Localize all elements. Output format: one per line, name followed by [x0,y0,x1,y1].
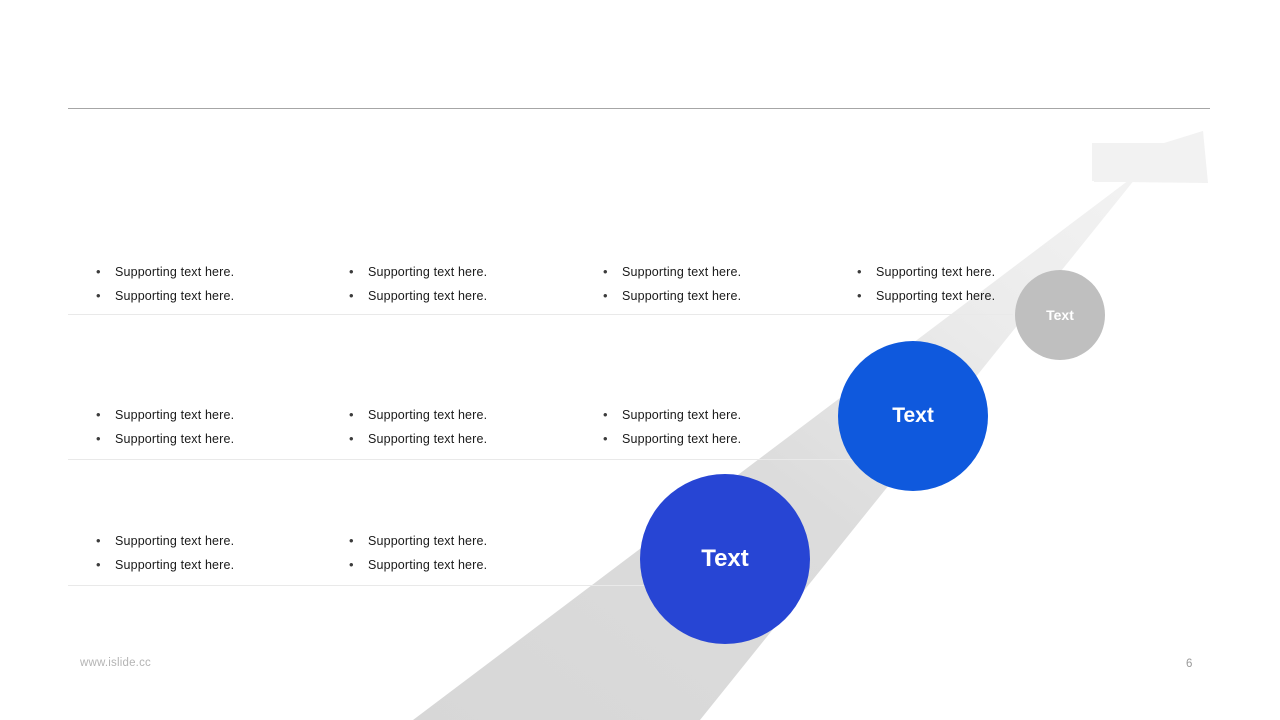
bullet-marker-icon: • [857,288,862,303]
bullet-column-r1c1: • Supporting text here. • Supporting tex… [96,260,234,308]
bullet-marker-icon: • [349,264,354,279]
bullet-column-r1c4: • Supporting text here. • Supporting tex… [857,260,995,308]
list-item: • Supporting text here. [349,403,487,427]
list-item: • Supporting text here. [96,260,234,284]
list-item: • Supporting text here. [349,284,487,308]
list-item: • Supporting text here. [96,427,234,451]
bullet-marker-icon: • [603,431,608,446]
bullet-label: Supporting text here. [368,289,488,303]
bullet-marker-icon: • [349,431,354,446]
bullet-label: Supporting text here. [115,558,235,572]
stage-2-node[interactable]: Text [838,341,988,491]
bullet-column-r3c2: • Supporting text here. • Supporting tex… [349,529,487,577]
bullet-marker-icon: • [349,407,354,422]
list-item: • Supporting text here. [349,260,487,284]
list-item: • Supporting text here. [857,284,995,308]
bullet-label: Supporting text here. [622,265,742,279]
bullet-label: Supporting text here. [115,408,235,422]
page-number: 6 [1186,658,1193,670]
list-item: • Supporting text here. [96,284,234,308]
bullet-label: Supporting text here. [368,534,488,548]
list-item: • Supporting text here. [349,427,487,451]
bullet-column-r2c1: • Supporting text here. • Supporting tex… [96,403,234,451]
bullet-column-r2c2: • Supporting text here. • Supporting tex… [349,403,487,451]
bullet-marker-icon: • [96,431,101,446]
bullet-label: Supporting text here. [115,534,235,548]
bullet-label: Supporting text here. [368,265,488,279]
list-item: • Supporting text here. [96,403,234,427]
bullet-marker-icon: • [603,288,608,303]
bullet-column-r3c1: • Supporting text here. • Supporting tex… [96,529,234,577]
list-item: • Supporting text here. [96,529,234,553]
bullet-marker-icon: • [349,288,354,303]
bullet-column-r2c3: • Supporting text here. • Supporting tex… [603,403,741,451]
list-item: • Supporting text here. [603,427,741,451]
bullet-marker-icon: • [857,264,862,279]
list-item: • Supporting text here. [603,403,741,427]
bullet-label: Supporting text here. [876,289,996,303]
bullet-column-r1c2: • Supporting text here. • Supporting tex… [349,260,487,308]
list-item: • Supporting text here. [603,260,741,284]
bullet-label: Supporting text here. [368,432,488,446]
bullet-label: Supporting text here. [622,432,742,446]
stage-3-node[interactable]: Text [1015,270,1105,360]
list-item: • Supporting text here. [96,553,234,577]
list-item: • Supporting text here. [603,284,741,308]
bullet-column-r1c3: • Supporting text here. • Supporting tex… [603,260,741,308]
bullet-label: Supporting text here. [876,265,996,279]
list-item: • Supporting text here. [349,529,487,553]
stage-1-node[interactable]: Text [640,474,810,644]
list-item: • Supporting text here. [349,553,487,577]
bullet-marker-icon: • [603,264,608,279]
footer-url: www.islide.cc [80,657,151,669]
rule-row1 [68,314,1013,315]
rule-row3 [68,585,648,586]
bullet-label: Supporting text here. [368,558,488,572]
bullet-label: Supporting text here. [115,289,235,303]
bullet-marker-icon: • [96,533,101,548]
bullet-marker-icon: • [96,407,101,422]
bullet-label: Supporting text here. [115,265,235,279]
rule-row2 [68,459,868,460]
bullet-label: Supporting text here. [115,432,235,446]
bullet-label: Supporting text here. [622,289,742,303]
bullet-marker-icon: • [603,407,608,422]
bullet-marker-icon: • [96,264,101,279]
stage-3-label: Text [1046,307,1074,323]
bullet-label: Supporting text here. [622,408,742,422]
bullet-label: Supporting text here. [368,408,488,422]
stage-1-label: Text [701,545,749,572]
rule-top [68,108,1210,109]
bullet-marker-icon: • [349,533,354,548]
bullet-marker-icon: • [349,557,354,572]
bullet-marker-icon: • [96,557,101,572]
stage-2-label: Text [892,404,934,427]
bullet-marker-icon: • [96,288,101,303]
list-item: • Supporting text here. [857,260,995,284]
